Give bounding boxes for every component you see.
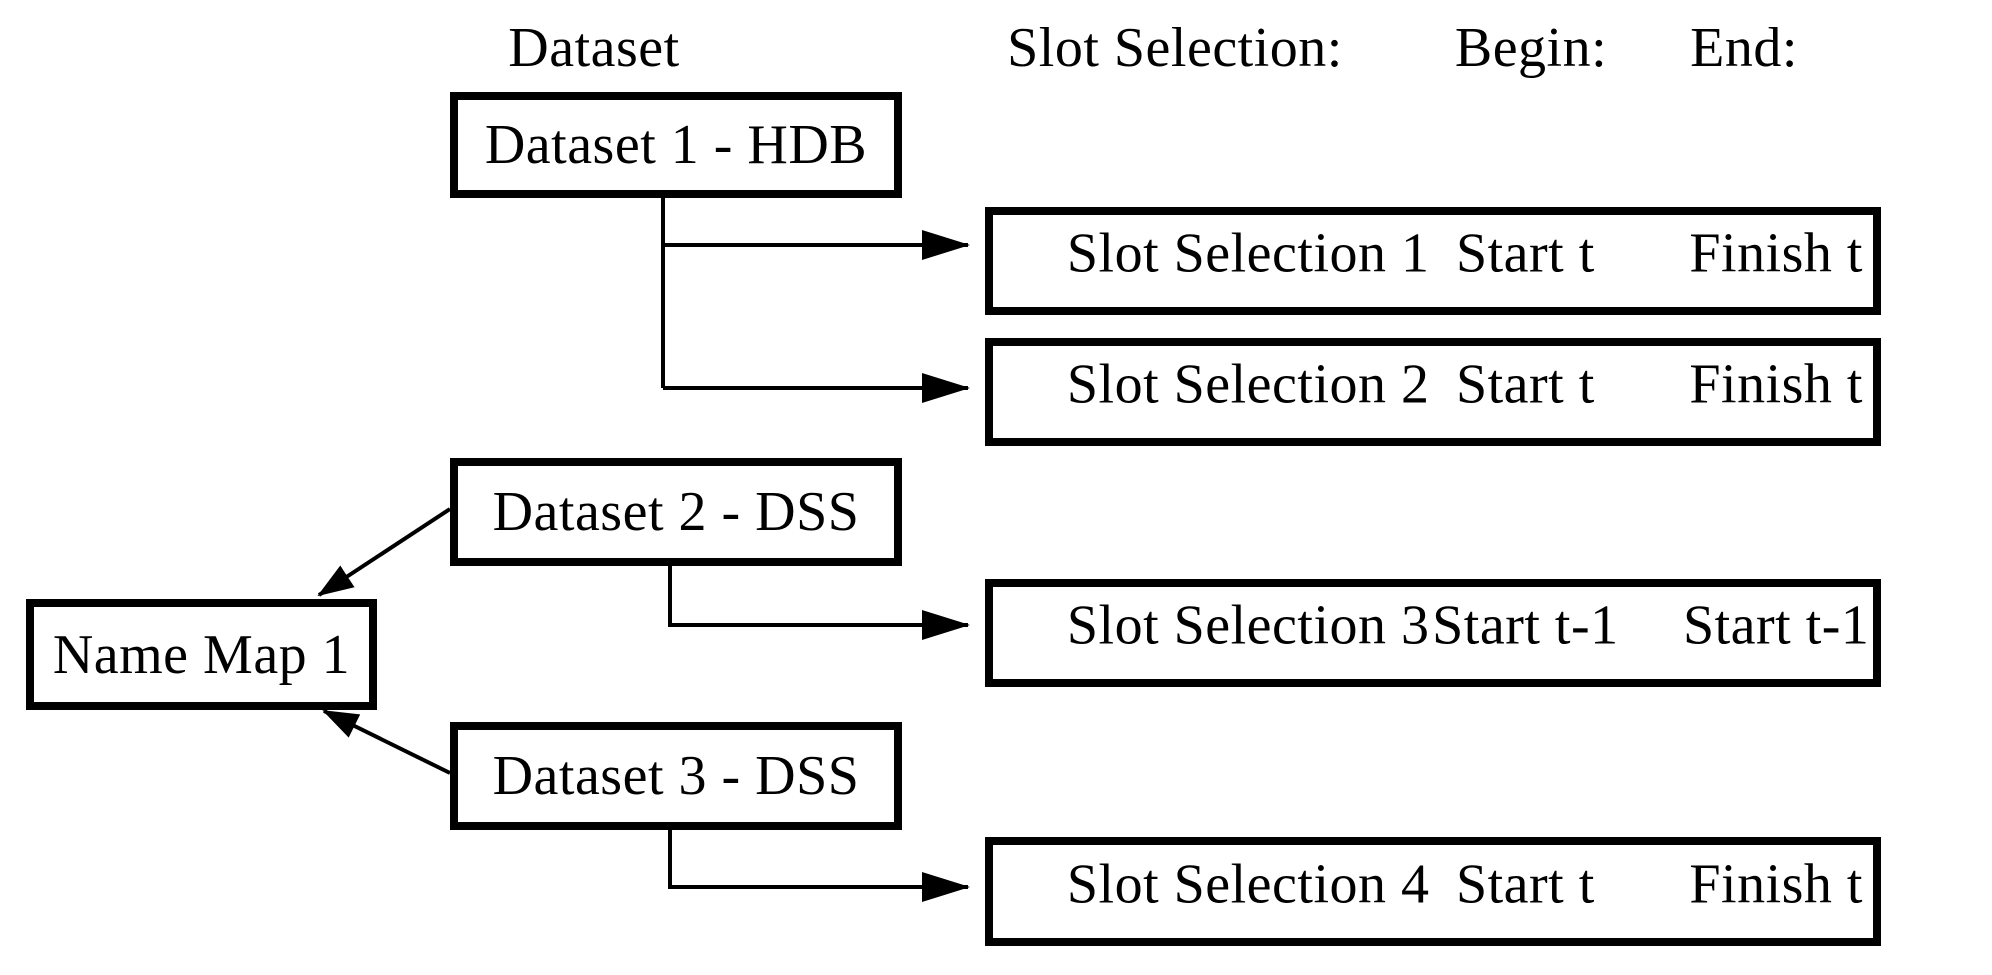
dataset-1-label: Dataset 1 - HDB — [484, 114, 868, 176]
dataset-2-node: Dataset 2 - DSS — [450, 458, 902, 566]
name-map-label: Name Map 1 — [52, 623, 351, 686]
arrow-dataset2-to-slot3 — [668, 566, 970, 640]
slot-selection-row-1: Slot Selection 1 Start t Finish t — [985, 207, 1881, 315]
arrow-dataset2-to-namemap — [317, 507, 452, 597]
slot-1-begin-value: Start t — [1455, 222, 1595, 285]
dataset-2-label: Dataset 2 - DSS — [492, 481, 860, 543]
slot-3-label: Slot Selection 3 — [1066, 594, 1430, 657]
slot-4-label: Slot Selection 4 — [1066, 852, 1430, 915]
arrow-dataset3-to-slot4 — [668, 830, 970, 902]
slot-1-label: Slot Selection 1 — [1066, 222, 1430, 285]
slot-4-end-value: Finish t — [1689, 852, 1863, 915]
column-header-end: End: — [1690, 17, 1798, 79]
slot-1-end-value: Finish t — [1689, 222, 1863, 285]
column-header-dataset: Dataset — [508, 17, 680, 79]
slot-2-end-value: Finish t — [1689, 353, 1863, 416]
dataset-1-node: Dataset 1 - HDB — [450, 92, 902, 198]
slot-selection-row-4: Slot Selection 4 Start t Finish t — [985, 837, 1881, 946]
slot-2-label: Slot Selection 2 — [1066, 353, 1430, 416]
slot-3-end-value: Start t-1 — [1682, 594, 1870, 657]
dataset-3-node: Dataset 3 - DSS — [450, 722, 902, 830]
column-header-begin: Begin: — [1454, 17, 1608, 79]
slot-3-begin-value: Start t-1 — [1432, 594, 1619, 657]
arrow-dataset3-to-namemap — [322, 709, 451, 775]
slot-selection-row-2: Slot Selection 2 Start t Finish t — [985, 338, 1881, 446]
dataset-3-label: Dataset 3 - DSS — [492, 745, 860, 807]
column-header-slot-selection: Slot Selection: — [1007, 17, 1343, 79]
slot-4-begin-value: Start t — [1455, 852, 1595, 915]
slot-selection-row-3: Slot Selection 3 Start t-1 Start t-1 — [985, 579, 1881, 687]
slot-2-begin-value: Start t — [1455, 353, 1595, 416]
name-map-node: Name Map 1 — [26, 599, 377, 710]
